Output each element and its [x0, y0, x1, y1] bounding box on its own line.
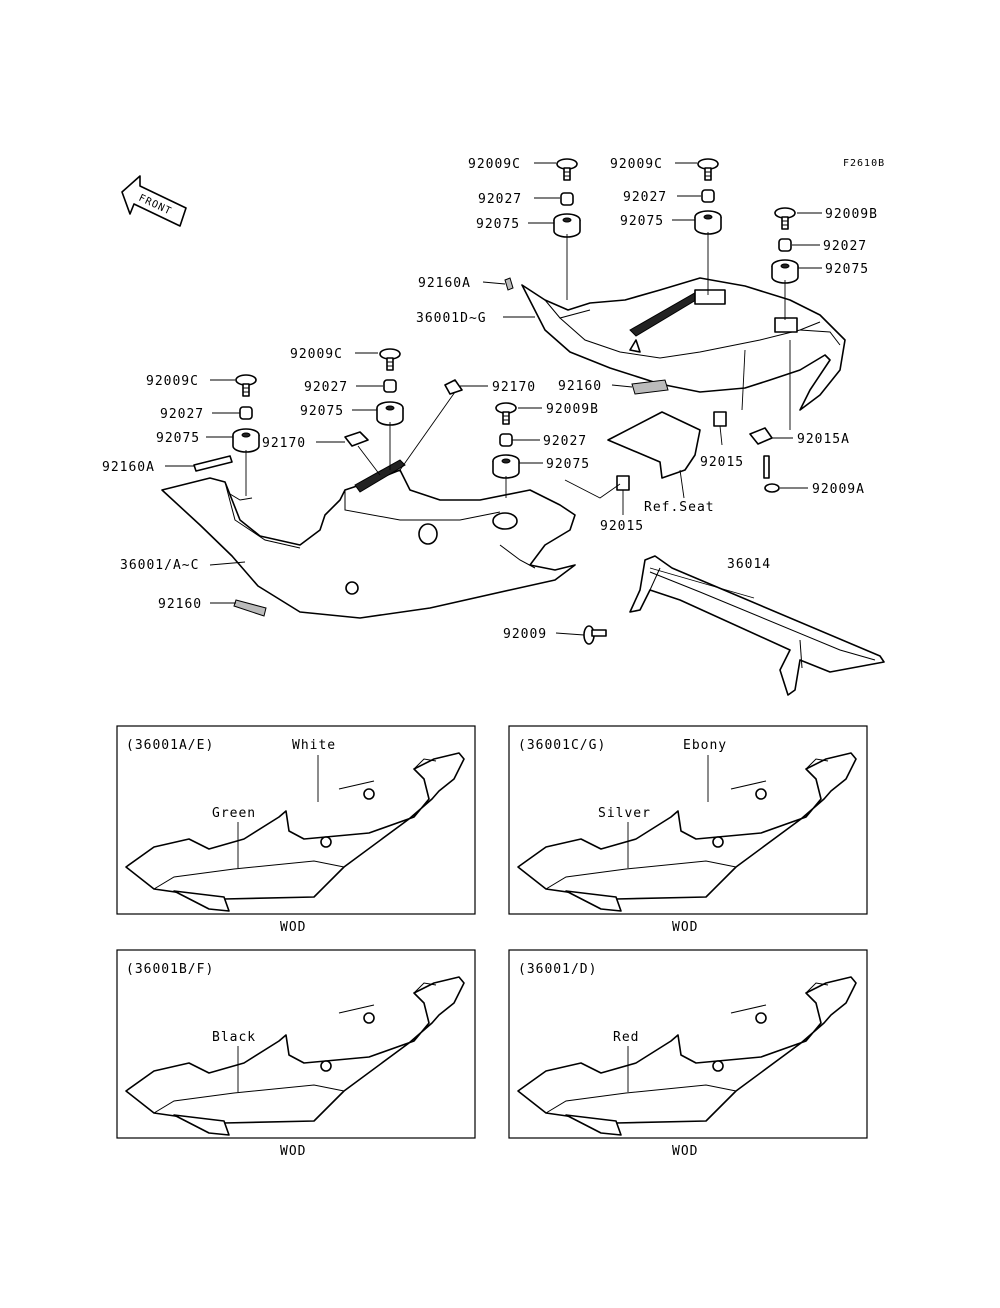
screw-92009a — [763, 455, 780, 493]
callout-92009c-a: 92009C — [468, 157, 521, 172]
callout-92027-c: 92027 — [823, 239, 867, 254]
figure-code: F2610B — [843, 158, 885, 169]
callout-92009c-b: 92009C — [610, 157, 663, 172]
callout-92027-e: 92027 — [160, 407, 204, 422]
seat-bracket — [607, 411, 701, 479]
nut-92015a — [749, 427, 773, 445]
variant-code: (36001B/F) — [126, 962, 214, 977]
strip-92160 — [631, 379, 669, 395]
callout-92009b-b: 92009B — [546, 402, 599, 417]
variant-box-2: (36001C/G) Ebony Silver WOD — [508, 725, 868, 935]
variant-box-3: (36001B/F) Black WOD — [116, 949, 476, 1159]
screw-92009 — [583, 625, 607, 645]
callout-36014: 36014 — [727, 557, 771, 572]
callout-92027-a: 92027 — [478, 192, 522, 207]
callout-92009b-a: 92009B — [825, 207, 878, 222]
callout-92170-a: 92170 — [492, 380, 536, 395]
callout-92160a-b: 92160A — [102, 460, 155, 475]
callout-92075-e: 92075 — [156, 431, 200, 446]
front-arrow-icon: FRONT — [121, 175, 187, 227]
variant-box-1: (36001A/E) White Green WOD — [116, 725, 476, 935]
callout-92160a-a: 92160A — [418, 276, 471, 291]
callout-36001d-g: 36001D~G — [416, 311, 487, 326]
callout-92009: 92009 — [503, 627, 547, 642]
variant-code: (36001/D) — [518, 962, 597, 977]
variant-color-red: Red — [613, 1030, 639, 1045]
variant-box-4: (36001/D) Red WOD — [508, 949, 868, 1159]
rear-cover-lower — [161, 459, 576, 619]
variant-code: (36001C/G) — [518, 738, 606, 753]
callout-92160-b: 92160 — [158, 597, 202, 612]
variant-color-black: Black — [212, 1030, 256, 1045]
callout-92015-a: 92015 — [700, 455, 744, 470]
strip-92160a-upper — [504, 277, 514, 291]
callout-92075-d: 92075 — [300, 404, 344, 419]
nut-92015-lower — [616, 475, 630, 491]
variant-footer: WOD — [672, 1144, 698, 1159]
variant-footer: WOD — [280, 920, 306, 935]
callout-92027-d: 92027 — [304, 380, 348, 395]
callout-92009c-d: 92009C — [146, 374, 199, 389]
callout-36001-a-c: 36001/A~C — [120, 558, 199, 573]
variant-color-silver: Silver — [598, 806, 651, 821]
callout-ref-seat: Ref.Seat — [644, 500, 715, 515]
clip-92170-b — [444, 379, 463, 395]
callout-92075-c: 92075 — [825, 262, 869, 277]
callout-92015a: 92015A — [797, 432, 850, 447]
variant-footer: WOD — [672, 920, 698, 935]
callout-92027-f: 92027 — [543, 434, 587, 449]
callout-92075-b: 92075 — [620, 214, 664, 229]
strip-92160-lower — [233, 599, 267, 617]
callout-92009a: 92009A — [812, 482, 865, 497]
variant-color-green: Green — [212, 806, 256, 821]
variant-color-ebony: Ebony — [683, 738, 727, 753]
under-tray — [629, 555, 885, 696]
strip-92160a-lower — [193, 455, 233, 472]
callout-92075-a: 92075 — [476, 217, 520, 232]
variant-footer: WOD — [280, 1144, 306, 1159]
callout-92015-b: 92015 — [600, 519, 644, 534]
clip-92170-a — [344, 431, 369, 447]
callout-92075-f: 92075 — [546, 457, 590, 472]
callout-92160-a: 92160 — [558, 379, 602, 394]
callout-92170-b: 92170 — [262, 436, 306, 451]
callout-92027-b: 92027 — [623, 190, 667, 205]
variant-color-white: White — [292, 738, 336, 753]
leader-lines — [165, 162, 822, 636]
callout-92009c-c: 92009C — [290, 347, 343, 362]
variant-code: (36001A/E) — [126, 738, 214, 753]
nut-92015-upper — [713, 411, 727, 427]
